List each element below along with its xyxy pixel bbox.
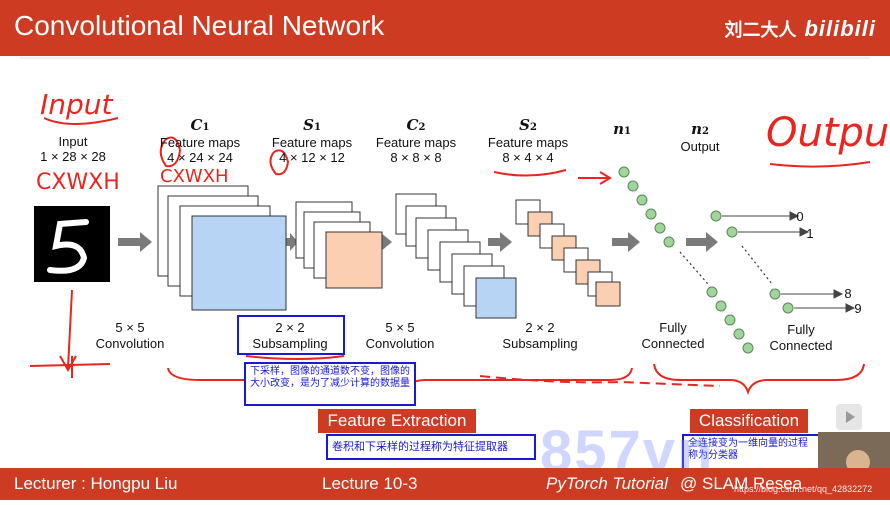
arrow-1 xyxy=(118,232,152,252)
op-conv1: 5 × 5 Convolution xyxy=(80,320,180,352)
op-fc2-line1: Fully xyxy=(787,322,815,337)
n2-label: n2 Output xyxy=(668,120,732,155)
s1-dims: 4 × 12 × 12 xyxy=(279,150,345,165)
input-tick xyxy=(29,356,111,378)
op-fc1-line2: Connected xyxy=(641,336,705,351)
output-1: 1 xyxy=(806,226,814,241)
output-underline xyxy=(769,161,871,168)
arrow-6 xyxy=(686,232,718,252)
op-sub2-name: Subsampling xyxy=(502,336,578,351)
s2-label: S2 Feature maps 8 × 4 × 4 xyxy=(478,116,578,166)
op-sub1: 2 × 2 Subsampling xyxy=(240,320,340,352)
dashed-stroke xyxy=(479,375,721,387)
op-conv2: 5 × 5 Convolution xyxy=(350,320,450,352)
footer-at: @ SLAM Resea xyxy=(680,474,803,493)
op-sub2: 2 × 2 Subsampling xyxy=(490,320,590,352)
output-8: 8 xyxy=(844,286,852,301)
n1-label: n1 xyxy=(600,122,644,139)
output-9: 9 xyxy=(854,301,862,316)
op-conv2-name: Convolution xyxy=(365,336,435,351)
n1-neurons xyxy=(618,166,754,354)
s1-circle xyxy=(269,149,290,176)
output-0: 0 xyxy=(796,209,804,224)
n2-neurons xyxy=(710,210,794,314)
n2-symbol: n2 xyxy=(691,120,709,138)
c1-label: C1 Feature maps 4 × 24 × 24 xyxy=(150,116,250,166)
play-button[interactable] xyxy=(836,404,862,430)
s1-kind: Feature maps xyxy=(271,135,353,150)
footer-lecture: Lecture 10-3 xyxy=(322,474,418,493)
op-fc2-line2: Connected xyxy=(769,338,833,353)
input-label: Input 1 × 28 × 28 xyxy=(30,134,116,164)
s1-symbol: S1 xyxy=(303,116,321,134)
s2-feature-maps xyxy=(515,199,621,307)
blog-url: https://blog.csdn.net/qq_42832272 xyxy=(734,484,873,494)
c2-dims: 8 × 8 × 8 xyxy=(390,150,442,165)
classification-brace xyxy=(653,363,865,396)
output-arrows xyxy=(722,211,856,313)
play-icon xyxy=(846,411,855,423)
subsampling-underline xyxy=(245,355,345,360)
note-classifier: 全连接变为一维向量的过程称为分类器 xyxy=(682,434,820,472)
op-fc1: Fully Connected xyxy=(628,320,718,352)
handwritten-input: Input xyxy=(40,88,113,121)
title-bar: Convolutional Neural Network 刘二大人 bilibil… xyxy=(0,0,890,56)
c2-feature-maps xyxy=(395,193,517,319)
input-arrow-down xyxy=(59,289,77,373)
input-title: Input xyxy=(58,134,88,149)
bilibili-logo: bilibili xyxy=(804,16,876,41)
c1-kind: Feature maps xyxy=(159,135,241,150)
s1-label: S1 Feature maps 4 × 12 × 12 xyxy=(262,116,362,166)
flow-arrows xyxy=(118,232,718,252)
op-fc2: Fully Connected xyxy=(756,322,846,354)
handwritten-cxwxh-input: CXWXH xyxy=(36,170,120,195)
note-subsampling: 下采样，图像的通道数不变，图像的大小改变，是为了减少计算的数据量 xyxy=(244,362,416,406)
c1-symbol: C1 xyxy=(190,116,210,134)
feature-extraction-label: Feature Extraction xyxy=(318,409,476,433)
subsampling-highlight-box xyxy=(237,315,345,355)
op-sub1-name: Subsampling xyxy=(252,336,328,351)
op-fc1-line1: Fully xyxy=(659,320,687,335)
n1-arrow xyxy=(578,171,612,185)
op-conv2-size: 5 × 5 xyxy=(385,320,415,335)
s2-symbol: S2 xyxy=(519,116,537,134)
c2-symbol: C2 xyxy=(406,116,426,134)
channel-brand: 刘二大人 bilibili xyxy=(724,16,876,42)
note-feature-extractor: 卷积和下采样的过程称为特征提取器 xyxy=(326,434,536,460)
footer-tutorial: PyTorch Tutorial xyxy=(546,474,668,493)
footer-bar: Lecturer : Hongpu Liu Lecture 10-3 PyTor… xyxy=(0,468,890,500)
s1-feature-maps xyxy=(295,201,383,289)
digit-five-stroke xyxy=(47,219,89,274)
op-conv1-size: 5 × 5 xyxy=(115,320,145,335)
c2-kind: Feature maps xyxy=(375,135,457,150)
arrow-5 xyxy=(612,232,640,252)
s2-kind: Feature maps xyxy=(487,135,569,150)
n1-symbol: n1 xyxy=(613,120,631,138)
s2-underline xyxy=(493,169,567,177)
input-underline xyxy=(43,117,119,125)
arrow-4 xyxy=(488,232,512,252)
op-sub2-size: 2 × 2 xyxy=(525,320,555,335)
arrow-2 xyxy=(286,233,298,251)
classification-label: Classification xyxy=(690,409,808,433)
c2-label: C2 Feature maps 8 × 8 × 8 xyxy=(366,116,466,166)
c1-dims: 4 × 24 × 24 xyxy=(167,150,233,165)
c1-circle xyxy=(159,136,182,168)
footer-lecturer: Lecturer : Hongpu Liu xyxy=(14,474,178,493)
s2-dims: 8 × 4 × 4 xyxy=(502,150,554,165)
handwritten-output: Output xyxy=(766,110,890,156)
c1-feature-maps xyxy=(157,185,287,311)
slide-title: Convolutional Neural Network xyxy=(14,10,385,41)
op-sub1-size: 2 × 2 xyxy=(275,320,305,335)
handwritten-cxwxh-c1: CXWXH xyxy=(160,166,229,187)
brand-name: 刘二大人 xyxy=(724,20,797,40)
op-conv1-name: Convolution xyxy=(95,336,165,351)
input-dims: 1 × 28 × 28 xyxy=(40,149,106,164)
n2-kind: Output xyxy=(680,139,720,154)
